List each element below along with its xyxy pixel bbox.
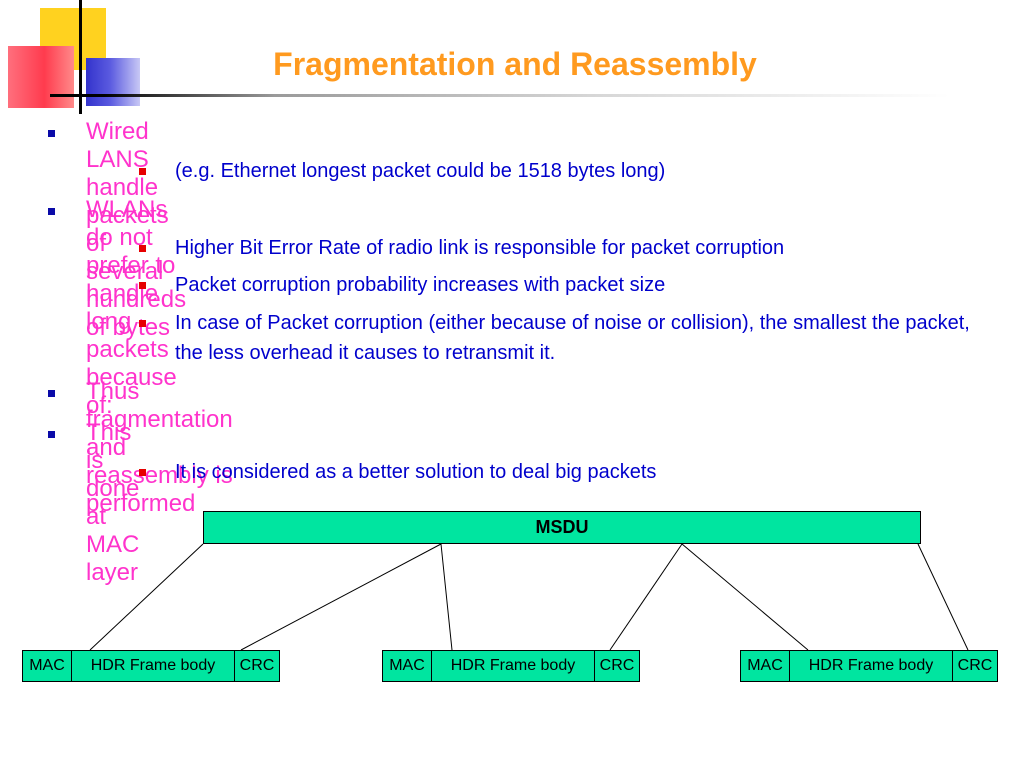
connector-line <box>440 543 453 651</box>
decor-red-square <box>8 46 74 108</box>
mac-header-cell: MAC <box>382 650 432 682</box>
fragment-frame-3: MAC HDR Frame body CRC <box>740 650 998 682</box>
bullet-marker <box>139 245 146 252</box>
bullet-level1: Thus fragmentation and reassembly is per… <box>86 378 233 517</box>
bullet-level2: Higher Bit Error Rate of radio link is r… <box>175 237 785 259</box>
bullet-marker <box>139 282 146 289</box>
mac-header-cell: MAC <box>740 650 790 682</box>
connector-line <box>681 543 809 651</box>
bullet-level1: This is done at MAC layer <box>86 419 140 586</box>
connector-line <box>917 543 969 651</box>
bullet-marker <box>139 320 146 327</box>
bullet-marker <box>139 469 146 476</box>
bullet-level1: WLANs do not prefer to handle long packe… <box>86 196 177 419</box>
bullet-marker <box>48 390 55 397</box>
decor-vertical-line <box>79 0 82 114</box>
connector-line <box>89 543 204 651</box>
connector-line <box>609 543 683 651</box>
decor-blue-square <box>86 58 140 106</box>
bullet-marker <box>48 130 55 137</box>
connector-line <box>240 543 442 651</box>
frame-body-cell: HDR Frame body <box>790 650 953 682</box>
crc-cell: CRC <box>235 650 280 682</box>
frame-body-cell: HDR Frame body <box>72 650 235 682</box>
frame-body-cell: HDR Frame body <box>432 650 595 682</box>
bullet-level1: Wired LANS handle packets of several hun… <box>86 118 187 341</box>
bullet-marker <box>48 208 55 215</box>
bullet-level2: It is considered as a better solution to… <box>175 461 657 483</box>
mac-header-cell: MAC <box>22 650 72 682</box>
bullet-level2: (e.g. Ethernet longest packet could be 1… <box>175 160 666 182</box>
bullet-marker <box>48 431 55 438</box>
bullet-level2: Packet corruption probability increases … <box>175 274 666 296</box>
crc-cell: CRC <box>953 650 998 682</box>
slide-title: Fragmentation and Reassembly <box>273 46 757 82</box>
crc-cell: CRC <box>595 650 640 682</box>
decor-horizontal-rule <box>50 94 950 97</box>
fragment-frame-2: MAC HDR Frame body CRC <box>382 650 640 682</box>
fragment-frame-1: MAC HDR Frame body CRC <box>22 650 280 682</box>
bullet-marker <box>139 168 146 175</box>
bullet-level2: In case of Packet corruption (either bec… <box>175 312 970 364</box>
msdu-box: MSDU <box>203 511 921 544</box>
